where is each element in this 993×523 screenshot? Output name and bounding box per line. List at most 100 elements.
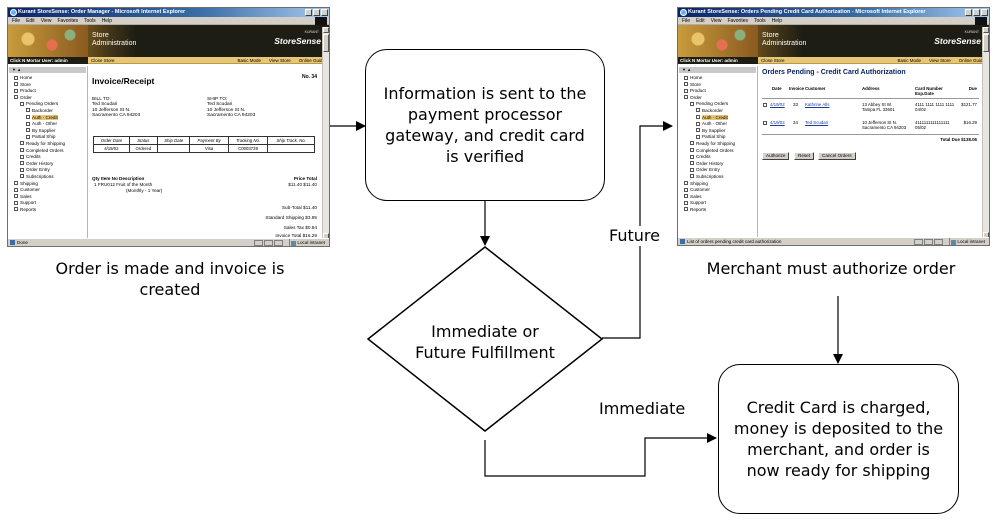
menu-edit[interactable]: Edit [696, 18, 705, 24]
expand-toggle-icon[interactable] [690, 141, 694, 146]
menu-edit[interactable]: Edit [26, 18, 35, 24]
maximize-button[interactable] [973, 9, 980, 16]
expand-toggle-icon[interactable] [690, 148, 694, 153]
basic-mode-link[interactable]: Basic Mode [237, 58, 262, 63]
expand-toggle-icon[interactable] [690, 154, 694, 159]
basic-mode-link[interactable]: Basic Mode [897, 58, 922, 63]
expand-toggle-icon[interactable] [684, 200, 688, 205]
customer-link[interactable]: Ted Scudari [805, 120, 829, 125]
sidebar-item-backorder[interactable]: Backorder [678, 108, 757, 115]
sidebar-item-auth-credit[interactable]: Auth - Credit [8, 114, 87, 122]
sidebar-item-shipping[interactable]: Shipping [678, 181, 757, 188]
expand-toggle-icon[interactable] [14, 82, 18, 87]
view-store-link[interactable]: View Store [269, 58, 291, 63]
expand-toggle-icon[interactable] [20, 174, 24, 179]
menu-help[interactable]: Help [771, 18, 782, 24]
sidebar-item-sales[interactable]: Sales [8, 194, 87, 201]
select-order-checkbox[interactable] [763, 103, 767, 107]
menu-help[interactable]: Help [101, 18, 112, 24]
sidebar-item-by-supplier[interactable]: By Supplier [8, 128, 87, 135]
sidebar-item-home[interactable]: Home [678, 75, 757, 82]
reset-button[interactable]: Reset [794, 152, 815, 160]
expand-toggle-icon[interactable] [26, 121, 30, 126]
expand-toggle-icon[interactable] [696, 128, 700, 133]
expand-toggle-icon[interactable] [26, 134, 30, 139]
sidebar-item-support[interactable]: Support [8, 200, 87, 207]
sidebar-collapse-toggle[interactable]: ▼ ▲ [9, 67, 86, 73]
sidebar-item-pending-orders[interactable]: Pending Orders [678, 101, 757, 108]
sidebar-item-home[interactable]: Home [8, 75, 87, 82]
expand-toggle-icon[interactable] [14, 75, 18, 80]
menu-view[interactable]: View [40, 18, 52, 24]
expand-toggle-icon[interactable] [14, 181, 18, 185]
sidebar-item-order-entry[interactable]: Order Entry [8, 167, 87, 174]
minimize-button[interactable] [305, 9, 312, 16]
minimize-button[interactable] [965, 9, 972, 16]
expand-toggle-icon[interactable] [684, 181, 688, 185]
sidebar-item-credits[interactable]: Credits [678, 154, 757, 161]
expand-toggle-icon[interactable] [20, 161, 24, 166]
sidebar-item-product[interactable]: Product [8, 88, 87, 95]
sidebar-item-order-history[interactable]: Order History [8, 161, 87, 168]
expand-toggle-icon[interactable] [14, 200, 18, 205]
expand-toggle-icon[interactable] [20, 148, 24, 153]
expand-toggle-icon[interactable] [684, 75, 688, 80]
expand-toggle-icon[interactable] [684, 95, 688, 100]
expand-toggle-icon[interactable] [26, 108, 30, 113]
sidebar-item-subscriptions[interactable]: Subscriptions [678, 174, 757, 181]
expand-toggle-icon[interactable] [14, 95, 18, 100]
sidebar-item-order-entry[interactable]: Order Entry [678, 167, 757, 174]
sidebar-item-by-supplier[interactable]: By Supplier [678, 128, 757, 135]
sidebar-item-customer[interactable]: Customer [678, 187, 757, 194]
menu-favorites[interactable]: Favorites [57, 18, 78, 24]
scroll-up-icon[interactable] [323, 27, 329, 33]
close-button[interactable] [321, 9, 328, 16]
authorize-button[interactable]: Authorize [762, 152, 790, 160]
scroll-thumb[interactable] [983, 34, 989, 52]
cancel-orders-button[interactable]: Cancel Orders [818, 152, 856, 160]
order-date-link[interactable]: 4/19/02 [770, 102, 785, 107]
expand-toggle-icon[interactable] [696, 108, 700, 113]
sidebar-item-product[interactable]: Product [678, 88, 757, 95]
sidebar-item-credits[interactable]: Credits [8, 154, 87, 161]
menu-file[interactable]: File [12, 18, 21, 24]
sidebar-item-support[interactable]: Support [678, 200, 757, 207]
sidebar-item-order-history[interactable]: Order History [678, 161, 757, 168]
expand-toggle-icon[interactable] [684, 207, 688, 212]
sidebar-item-reports[interactable]: Reports [678, 207, 757, 214]
maximize-button[interactable] [313, 9, 320, 16]
expand-toggle-icon[interactable] [690, 174, 694, 179]
customer-link[interactable]: Kathrine Alls [805, 102, 830, 107]
expand-toggle-icon[interactable] [690, 161, 694, 166]
scroll-up-icon[interactable] [983, 27, 989, 33]
auth-scrollbar[interactable] [982, 27, 989, 238]
close-store-link[interactable]: Close Store [91, 58, 115, 63]
sidebar-item-reports[interactable]: Reports [8, 207, 87, 214]
menu-favorites[interactable]: Favorites [727, 18, 748, 24]
sidebar-item-backorder[interactable]: Backorder [8, 108, 87, 115]
expand-toggle-icon[interactable] [684, 82, 688, 87]
sidebar-item-store[interactable]: Store [678, 82, 757, 89]
online-guide-link[interactable]: Online Guide [298, 58, 325, 63]
expand-toggle-icon[interactable] [20, 167, 24, 172]
sidebar-item-partial-ship[interactable]: Partial Ship [678, 134, 757, 141]
menu-view[interactable]: View [710, 18, 722, 24]
close-store-link[interactable]: Close Store [761, 58, 785, 63]
order-date-link[interactable]: 4/19/02 [770, 120, 785, 125]
expand-toggle-icon[interactable] [20, 154, 24, 159]
sidebar-item-auth-credit[interactable]: Auth - Credit [678, 114, 757, 122]
expand-toggle-icon[interactable] [690, 167, 694, 172]
expand-toggle-icon[interactable] [690, 101, 694, 106]
sidebar-item-ready-for-shipping[interactable]: Ready for Shipping [678, 141, 757, 148]
expand-toggle-icon[interactable] [26, 128, 30, 133]
sidebar-item-order[interactable]: Order [678, 95, 757, 102]
sidebar-item-subscriptions[interactable]: Subscriptions [8, 174, 87, 181]
expand-toggle-icon[interactable] [684, 194, 688, 199]
sidebar-item-sales[interactable]: Sales [678, 194, 757, 201]
sidebar-item-ready-for-shipping[interactable]: Ready for Shipping [8, 141, 87, 148]
online-guide-link[interactable]: Online Guide [958, 58, 985, 63]
expand-toggle-icon[interactable] [14, 88, 18, 93]
expand-toggle-icon[interactable] [20, 141, 24, 146]
close-button[interactable] [981, 9, 988, 16]
menu-tools[interactable]: Tools [754, 18, 766, 24]
